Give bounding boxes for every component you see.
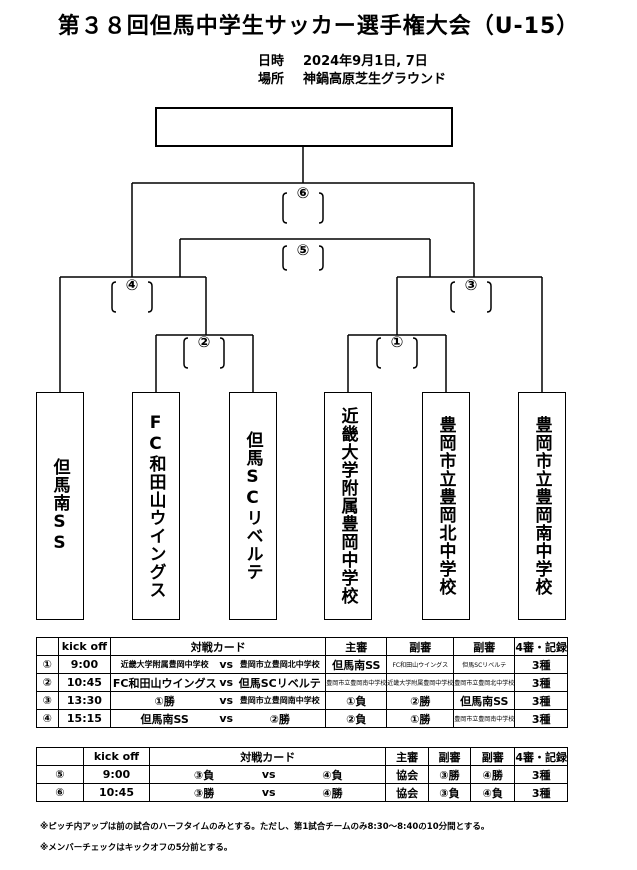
note-member-check: ※メンバーチェックはキックオフの5分前とする。 <box>40 843 233 853</box>
schedule-table-1: kick off 対戦カード 主審 副審 副審 4審・記録 ① 9:00 近畿大… <box>36 637 568 728</box>
place-label: 場所 <box>258 72 285 87</box>
table-header-row: kick off 対戦カード 主審 副審 副審 4審・記録 <box>36 747 568 766</box>
note-warmup: ※ピッチ内アップは前の試合のハーフタイムのみとする。ただし、第1試合チームのみ8… <box>40 822 490 832</box>
match-3-label: ③ <box>464 276 478 294</box>
schedule-table-2: kick off 対戦カード 主審 副審 副審 4審・記録 ⑤ 9:00 ③負 … <box>36 747 568 802</box>
table-row: ② 10:45 FC和田山ウイングス vs 但馬SCリベルテ 豊岡市立豊岡南中学… <box>36 673 568 692</box>
match-1-label: ① <box>390 333 404 351</box>
bracket-lines <box>59 147 543 392</box>
team-box-kindai-toyooka: 近畿大学附属豊岡中学校 <box>324 392 372 620</box>
team-box-tajima-sc-liberte: 但馬SCリベルテ <box>229 392 277 620</box>
table-header-row: kick off 対戦カード 主審 副審 副審 4審・記録 <box>36 637 568 656</box>
team-name: 但馬SCリベルテ <box>242 431 263 581</box>
team-name: 但馬南SS <box>49 458 70 554</box>
match-5-label: ⑤ <box>296 241 310 259</box>
match-2-label: ② <box>197 333 211 351</box>
page-title: 第３８回但馬中学生サッカー選手権大会（U-15） <box>57 14 580 39</box>
place-value: 神鍋高原芝生グラウンド <box>303 72 447 87</box>
match-4-label: ④ <box>125 276 139 294</box>
team-name: FC和田山ウイングス <box>145 413 166 599</box>
team-name: 豊岡市立豊岡南中学校 <box>531 416 552 596</box>
table-row: ① 9:00 近畿大学附属豊岡中学校 vs 豊岡市立豊岡北中学校 但馬南SS F… <box>36 655 568 674</box>
team-box-toyooka-minami: 豊岡市立豊岡南中学校 <box>518 392 566 620</box>
team-box-toyooka-kita: 豊岡市立豊岡北中学校 <box>422 392 470 620</box>
table-row: ③ 13:30 ①勝 vs 豊岡市立豊岡南中学校 ①負 ②勝 但馬南SS 3種 <box>36 691 568 710</box>
date-label: 日時 <box>258 54 285 69</box>
champion-box <box>155 107 453 147</box>
match-6-label: ⑥ <box>296 184 310 202</box>
table-row: ⑤ 9:00 ③負 vs ④負 協会 ③勝 ④勝 3種 <box>36 765 568 784</box>
table-row: ⑥ 10:45 ③勝 vs ④勝 協会 ③負 ④負 3種 <box>36 783 568 802</box>
team-name: 豊岡市立豊岡北中学校 <box>435 416 456 596</box>
table-row: ④ 15:15 但馬南SS vs ②勝 ②負 ①勝 豊岡市立豊岡南中学校 3種 <box>36 709 568 728</box>
team-box-fc-wadayama: FC和田山ウイングス <box>132 392 180 620</box>
team-name: 近畿大学附属豊岡中学校 <box>337 407 358 605</box>
date-value: 2024年9月1日, 7日 <box>303 54 428 69</box>
team-box-tajima-minami: 但馬南SS <box>36 392 84 620</box>
